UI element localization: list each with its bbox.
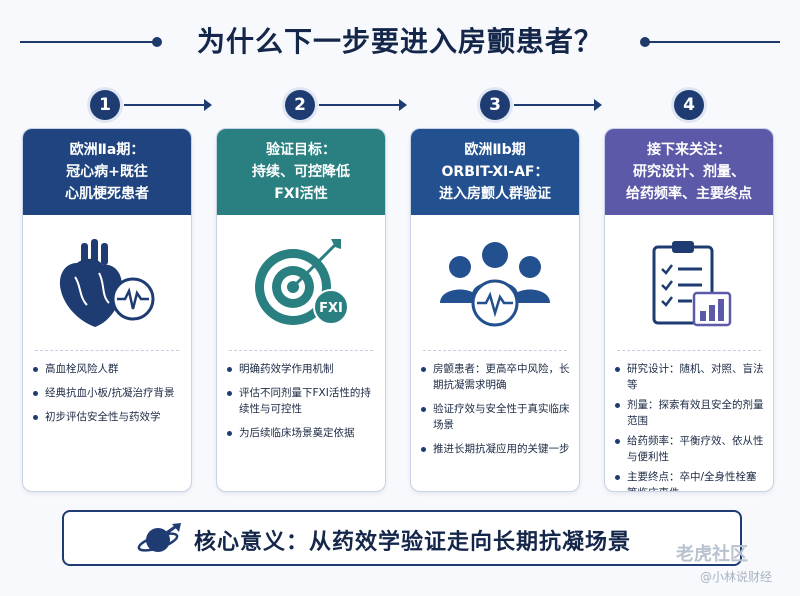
watermark-handle: @小林说财经 [700,570,773,584]
connector-arrow-2-3 [399,99,407,111]
heart-ecg-icon [23,215,191,350]
card-divider [423,350,567,351]
target-fxi-icon: FXI [217,215,385,350]
connector-2-3 [319,104,399,106]
bullet-item: 高血栓风险人群 [33,361,183,377]
card-divider [617,350,761,351]
bullet-item: 房颤患者：更高卒中风险，长期抗凝需求明确 [421,361,571,393]
step-card-3: 欧洲Ⅱb期 ORBIT-XI-AF： 进入房颤人群验证 房颤患者：更高卒中风险，… [410,128,580,492]
step-card-1: 欧洲Ⅱa期： 冠心病+既往 心肌梗死患者 高血栓风险人群 经典抗血小板/抗凝治疗… [22,128,192,492]
bullet-item: 明确药效学作用机制 [227,361,377,377]
step-card-header: 欧洲Ⅱb期 ORBIT-XI-AF： 进入房颤人群验证 [411,129,579,215]
card-divider [229,350,373,351]
bullet-item: 给药频率：平衡疗效、依从性与便利性 [615,433,765,465]
header-line: 欧洲Ⅱa期： [69,142,145,158]
title-rule-left [20,41,155,43]
header-line: ORBIT-XI-AF： [441,164,549,180]
watermark: 老虎社区 [676,544,748,565]
core-meaning-text: 核心意义：从药效学验证走向长期抗凝场景 [194,530,632,555]
patient-group-icon [411,215,579,350]
connector-arrow-1-2 [204,99,212,111]
connector-arrow-3-4 [594,99,602,111]
connector-1-2 [124,104,204,106]
header-line: 接下来关注： [647,142,731,158]
step-number-1: 1 [90,90,120,120]
bullet-list: 房颤患者：更高卒中风险，长期抗凝需求明确 验证疗效与安全性于真实临床场景 推进长… [411,351,579,457]
bullet-list: 明确药效学作用机制 评估不同剂量下FXI活性的持续性与可控性 为后续临床场景奠定… [217,351,385,441]
step-card-header: 验证目标： 持续、可控降低 FXI活性 [217,129,385,215]
step-number-3: 3 [480,90,510,120]
header-line: FXI活性 [274,186,328,202]
bullet-item: 评估不同剂量下FXI活性的持续性与可控性 [227,385,377,417]
bullet-item: 主要终点：卒中/全身性栓塞等临床事件 [615,469,765,491]
bullet-item: 研究设计：随机、对照、盲法等 [615,361,765,393]
title-rule-right [646,41,780,43]
card-divider [35,350,179,351]
header-line: 进入房颤人群验证 [439,186,551,202]
step-card-header: 接下来关注： 研究设计、剂量、 给药频率、主要终点 [605,129,773,215]
connector-3-4 [514,104,594,106]
core-meaning-banner: 核心意义：从药效学验证走向长期抗凝场景 [62,510,742,566]
header-line: 欧洲Ⅱb期 [464,142,526,158]
bullet-item: 验证疗效与安全性于真实临床场景 [421,401,571,433]
header-line: 研究设计、剂量、 [633,164,745,180]
planet-arrow-icon [136,522,184,560]
header-line: 给药频率、主要终点 [626,186,752,202]
title-dot-left [152,37,162,47]
header-line: 验证目标： [266,142,336,158]
fxi-badge-label: FXI [319,301,343,316]
step-number-2: 2 [285,90,315,120]
checklist-chart-icon [605,215,773,350]
step-card-2: 验证目标： 持续、可控降低 FXI活性 FXI 明确药效学作用机制 评估不同剂量… [216,128,386,492]
bullet-item: 经典抗血小板/抗凝治疗背景 [33,385,183,401]
bullet-item: 为后续临床场景奠定依据 [227,425,377,441]
page-title: 为什么下一步要进入房颤患者？ [196,25,603,58]
title-dot-right [640,37,650,47]
bullet-item: 初步评估安全性与药效学 [33,409,183,425]
header-line: 冠心病+既往 [66,164,148,180]
bullet-item: 推进长期抗凝应用的关键一步 [421,441,571,457]
step-card-4: 接下来关注： 研究设计、剂量、 给药频率、主要终点 研究设计：随机、对照、盲法等… [604,128,774,492]
header-line: 持续、可控降低 [252,164,350,180]
bullet-list: 高血栓风险人群 经典抗血小板/抗凝治疗背景 初步评估安全性与药效学 [23,351,191,425]
step-card-header: 欧洲Ⅱa期： 冠心病+既往 心肌梗死患者 [23,129,191,215]
bullet-item: 剂量：探索有效且安全的剂量范围 [615,397,765,429]
bullet-list: 研究设计：随机、对照、盲法等 剂量：探索有效且安全的剂量范围 给药频率：平衡疗效… [605,351,773,491]
header-line: 心肌梗死患者 [65,186,149,202]
title-row: 为什么下一步要进入房颤患者？ [0,18,800,64]
step-number-4: 4 [674,90,704,120]
